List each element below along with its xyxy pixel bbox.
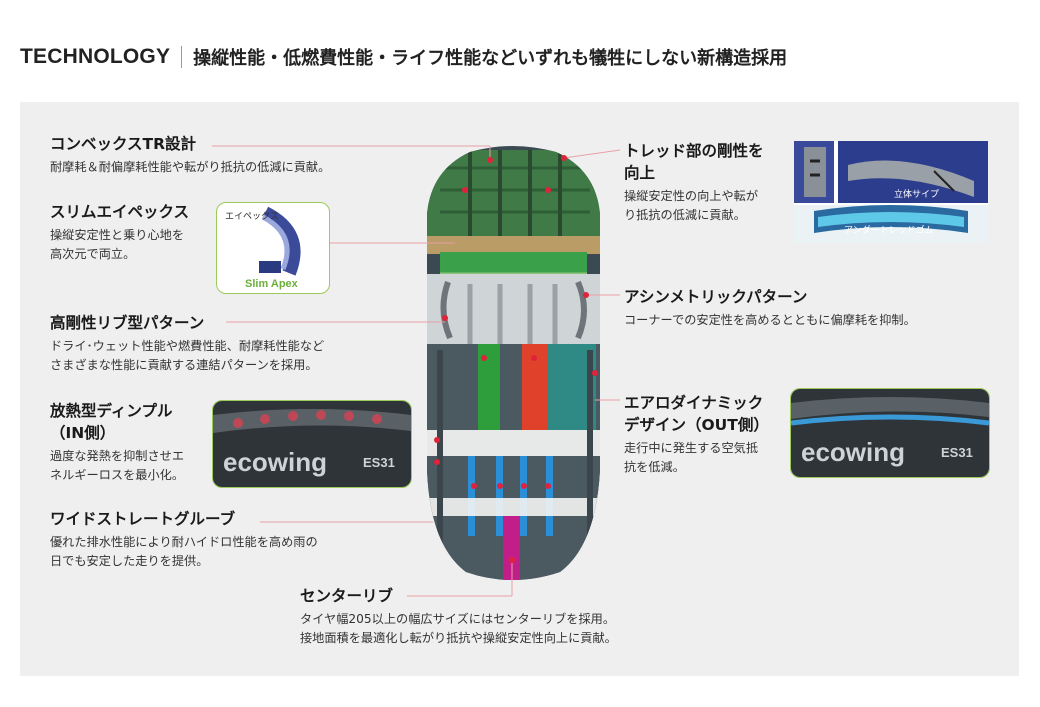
feature-desc-line: 高次元で両立。 [50, 247, 136, 261]
feature-desc-line: ネルギーロスを最小化。 [50, 468, 185, 482]
feature-desc: コーナーでの安定性を高めるとともに偏摩耗を抑制。 [624, 313, 916, 327]
feature-desc-line: り抵抗の低減に貢献。 [624, 208, 746, 222]
feature-desc: 耐摩耗＆耐偏摩耗性能や転がり抵抗の低減に貢献。 [50, 160, 331, 174]
page-subtitle: 操縦性能・低燃費性能・ライフ性能などいずれも犠牲にしない新構造採用 [193, 48, 788, 69]
sidewall-model: ES31 [941, 445, 973, 460]
feature-rib-pattern: 高剛性リブ型パターン ドライ･ウェット性能や燃費性能、耐摩耗性能など さまざまな… [50, 312, 324, 375]
feature-desc-line: 操縦安定性と乗り心地を [50, 228, 185, 242]
apex-caption: Slim Apex [245, 278, 299, 290]
feature-desc-line: 過度な発熱を抑制させエ [50, 449, 185, 463]
feature-center-rib: センターリブ タイヤ幅205以上の幅広サイズにはセンターリブを採用。 接地面積を… [300, 585, 617, 648]
page-header: TECHNOLOGY 操縦性能・低燃費性能・ライフ性能などいずれも犠牲にしない新… [20, 40, 787, 74]
leader-dot [487, 157, 493, 163]
dimple-thumbnail: ecowing ES31 [212, 400, 412, 488]
feature-desc-line: 抗を低減。 [624, 460, 685, 474]
feature-dimple: 放熱型ディンプル （IN側） 過度な発熱を抑制させエ ネルギーロスを最小化。 [50, 400, 184, 485]
feature-wide-groove: ワイドストレートグルーブ 優れた排水性能により耐ハイドロ性能を高め雨の 日でも安… [50, 508, 318, 571]
feature-desc-line: 接地面積を最適化し転がり抵抗や操縦安定性向上に貢献。 [300, 631, 617, 645]
groove-blue-2 [496, 456, 503, 536]
leader-dot [545, 483, 551, 489]
tread-lower-green [478, 344, 500, 430]
center-rib-magenta [503, 516, 520, 580]
groove-blue-1 [468, 456, 475, 536]
feature-title: アシンメトリックパターン [624, 288, 808, 306]
apex-diagram: エイペックス Slim Apex [225, 206, 301, 290]
feature-title: 放熱型ディンプル [50, 402, 173, 420]
feature-slim-apex: スリムエイペックス 操縦安定性と乗り心地を 高次元で両立。 [50, 201, 189, 264]
leader-dot [583, 292, 589, 298]
page-title: TECHNOLOGY [20, 45, 171, 68]
feature-title: センターリブ [300, 587, 394, 605]
feature-desc: 走行中に発生する空気抵 抗を低減。 [624, 439, 769, 477]
feature-desc-line: ドライ･ウェット性能や燃費性能、耐摩耗性能など [50, 339, 325, 353]
feature-title: トレッド部の剛性を [624, 142, 764, 160]
sidewall-in-diagram: ecowing ES31 [213, 401, 411, 487]
leader-dot [531, 355, 537, 361]
feature-title: 向上 [624, 164, 656, 182]
feature-desc-line: 優れた排水性能により耐ハイドロ性能を高め雨の [50, 535, 318, 549]
feature-aerodynamic: エアロダイナミック デザイン（OUT側） 走行中に発生する空気抵 抗を低減。 [624, 392, 769, 477]
slim-apex-thumbnail: エイペックス Slim Apex [216, 202, 330, 294]
leader-dot [497, 483, 503, 489]
sipe-label: 立体サイプ [894, 188, 939, 200]
leader-dot [434, 459, 440, 465]
feature-desc: 操縦安定性と乗り心地を 高次元で両立。 [50, 226, 189, 264]
feature-desc-line: 走行中に発生する空気抵 [624, 441, 759, 455]
sidewall-model: ES31 [363, 455, 395, 470]
feature-desc-line: 操縦安定性の向上や転が [624, 189, 759, 203]
feature-title: （IN側） [50, 424, 116, 442]
groove-blue-4 [546, 456, 553, 536]
feature-desc: ドライ･ウェット性能や燃費性能、耐摩耗性能など さまざまな性能に貢献する連結パタ… [50, 337, 324, 375]
leader-dot [561, 155, 567, 161]
belt-band [427, 236, 600, 254]
groove-blue-3 [520, 456, 527, 536]
feature-desc: タイヤ幅205以上の幅広サイズにはセンターリブを採用。 接地面積を最適化し転がり… [300, 610, 617, 648]
feature-title: エアロダイナミック [624, 394, 764, 412]
tread-structure-diagram: 立体サイプ アンダートレッドゴム [794, 141, 988, 243]
feature-title: 高剛性リブ型パターン [50, 314, 205, 332]
feature-tread-rigidity: トレッド部の剛性を 向上 操縦安定性の向上や転が り抵抗の低減に貢献。 [624, 140, 764, 225]
sidewall-out-diagram: ecowing ES31 [791, 389, 989, 477]
leader-dot [434, 437, 440, 443]
feature-desc-line: さまざまな性能に貢献する連結パターンを採用。 [50, 358, 318, 372]
feature-desc: 優れた排水性能により耐ハイドロ性能を高め雨の 日でも安定した走りを提供。 [50, 533, 318, 571]
leader-dot [545, 187, 551, 193]
aero-thumbnail: ecowing ES31 [790, 388, 990, 478]
feature-convex-tr: コンベックスTR設計 耐摩耗＆耐偏摩耗性能や転がり抵抗の低減に貢献。 [50, 133, 330, 177]
feature-title: スリムエイペックス [50, 203, 190, 221]
title-separator [181, 46, 183, 68]
feature-desc: 過度な発熱を抑制させエ ネルギーロスを最小化。 [50, 447, 184, 485]
leader-dot [481, 355, 487, 361]
tread-structure-thumbnail: 立体サイプ アンダートレッドゴム [794, 141, 988, 243]
leader-dot [442, 315, 448, 321]
leader-dot [509, 557, 515, 563]
leader-dot [471, 483, 477, 489]
feature-desc: 操縦安定性の向上や転が り抵抗の低減に貢献。 [624, 187, 764, 225]
leader-dot [592, 370, 598, 376]
apex-label: エイペックス [225, 211, 279, 222]
leader-dot [521, 483, 527, 489]
sidewall-brand: ecowing [801, 437, 905, 467]
feature-desc-line: 日でも安定した走りを提供。 [50, 554, 209, 568]
feature-title: ワイドストレートグルーブ [50, 510, 236, 528]
tread-green-zone [427, 150, 600, 240]
feature-asymmetric: アシンメトリックパターン コーナーでの安定性を高めるとともに偏摩耗を抑制。 [624, 286, 916, 330]
feature-title: デザイン（OUT側） [624, 416, 769, 434]
leader-dot [462, 187, 468, 193]
feature-title: コンベックスTR設計 [50, 135, 197, 153]
feature-desc-line: タイヤ幅205以上の幅広サイズにはセンターリブを採用。 [300, 612, 616, 626]
sidewall-brand: ecowing [223, 447, 327, 477]
under-tread-label: アンダートレッドゴム [844, 224, 934, 236]
